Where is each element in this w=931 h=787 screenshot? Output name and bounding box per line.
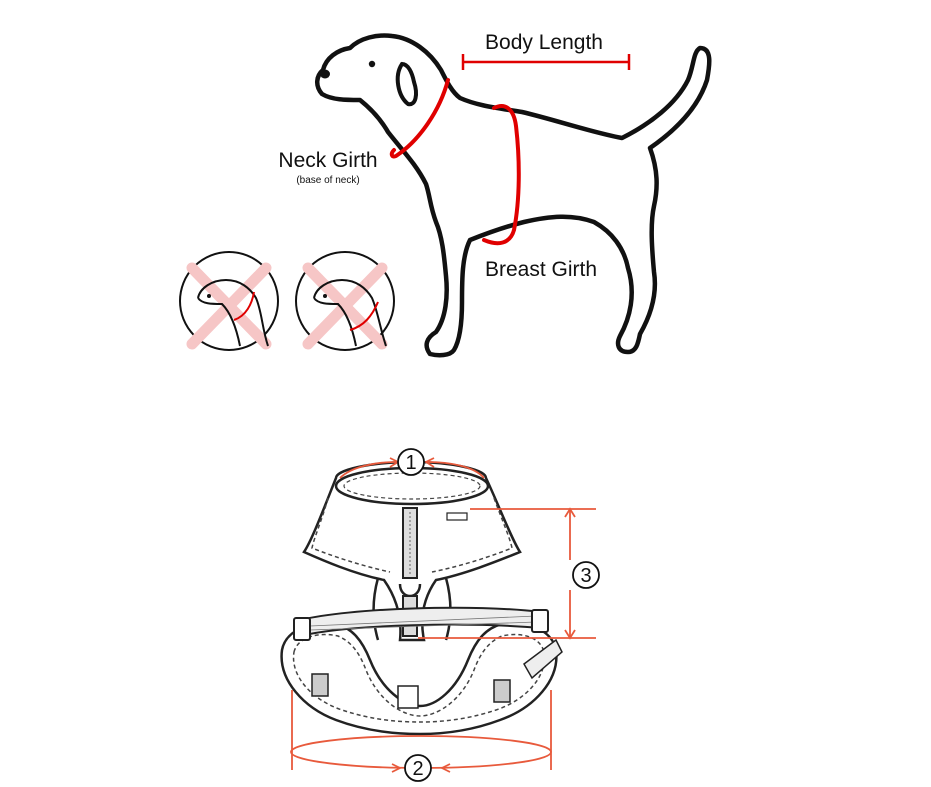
breast-girth-line xyxy=(482,104,521,246)
marker-2-circle xyxy=(404,754,432,782)
wrong-example-2 xyxy=(295,251,395,351)
x-cross-icon xyxy=(302,262,388,350)
mini-dog-head xyxy=(197,278,269,347)
harness-buckle-left xyxy=(293,617,311,641)
neck-girth-label: Neck Girth xyxy=(278,149,377,172)
harness-icon xyxy=(280,460,563,736)
neck-girth-note: (base of neck) xyxy=(296,175,359,186)
dimension-length xyxy=(418,507,596,640)
neck-girth-line xyxy=(389,78,450,159)
x-cross-icon xyxy=(186,262,272,350)
dog-silhouette xyxy=(315,33,712,358)
breast-girth-label: Breast Girth xyxy=(485,258,597,281)
marker-3-label: 3 xyxy=(580,565,591,587)
harness-center-strap xyxy=(402,507,418,579)
body-length-line xyxy=(461,54,631,70)
marker-1-circle xyxy=(397,448,425,476)
dimension-neck xyxy=(339,457,485,479)
dog-ear xyxy=(395,62,418,107)
marker-3-circle xyxy=(572,561,600,589)
dog-diagram: Body Length Neck Girth (base of neck) Br… xyxy=(278,31,712,358)
marker-1-label: 1 xyxy=(405,452,416,474)
body-length-label: Body Length xyxy=(485,31,603,54)
wrong-example-1 xyxy=(179,251,279,351)
dog-nose xyxy=(320,69,330,79)
marker-2-label: 2 xyxy=(412,758,423,780)
mini-wrong-collar xyxy=(349,301,379,331)
harness-brand-tag xyxy=(446,512,468,521)
harness-buckle-right xyxy=(531,609,549,633)
mini-wrong-collar xyxy=(233,291,255,321)
dog-eye xyxy=(368,60,376,68)
